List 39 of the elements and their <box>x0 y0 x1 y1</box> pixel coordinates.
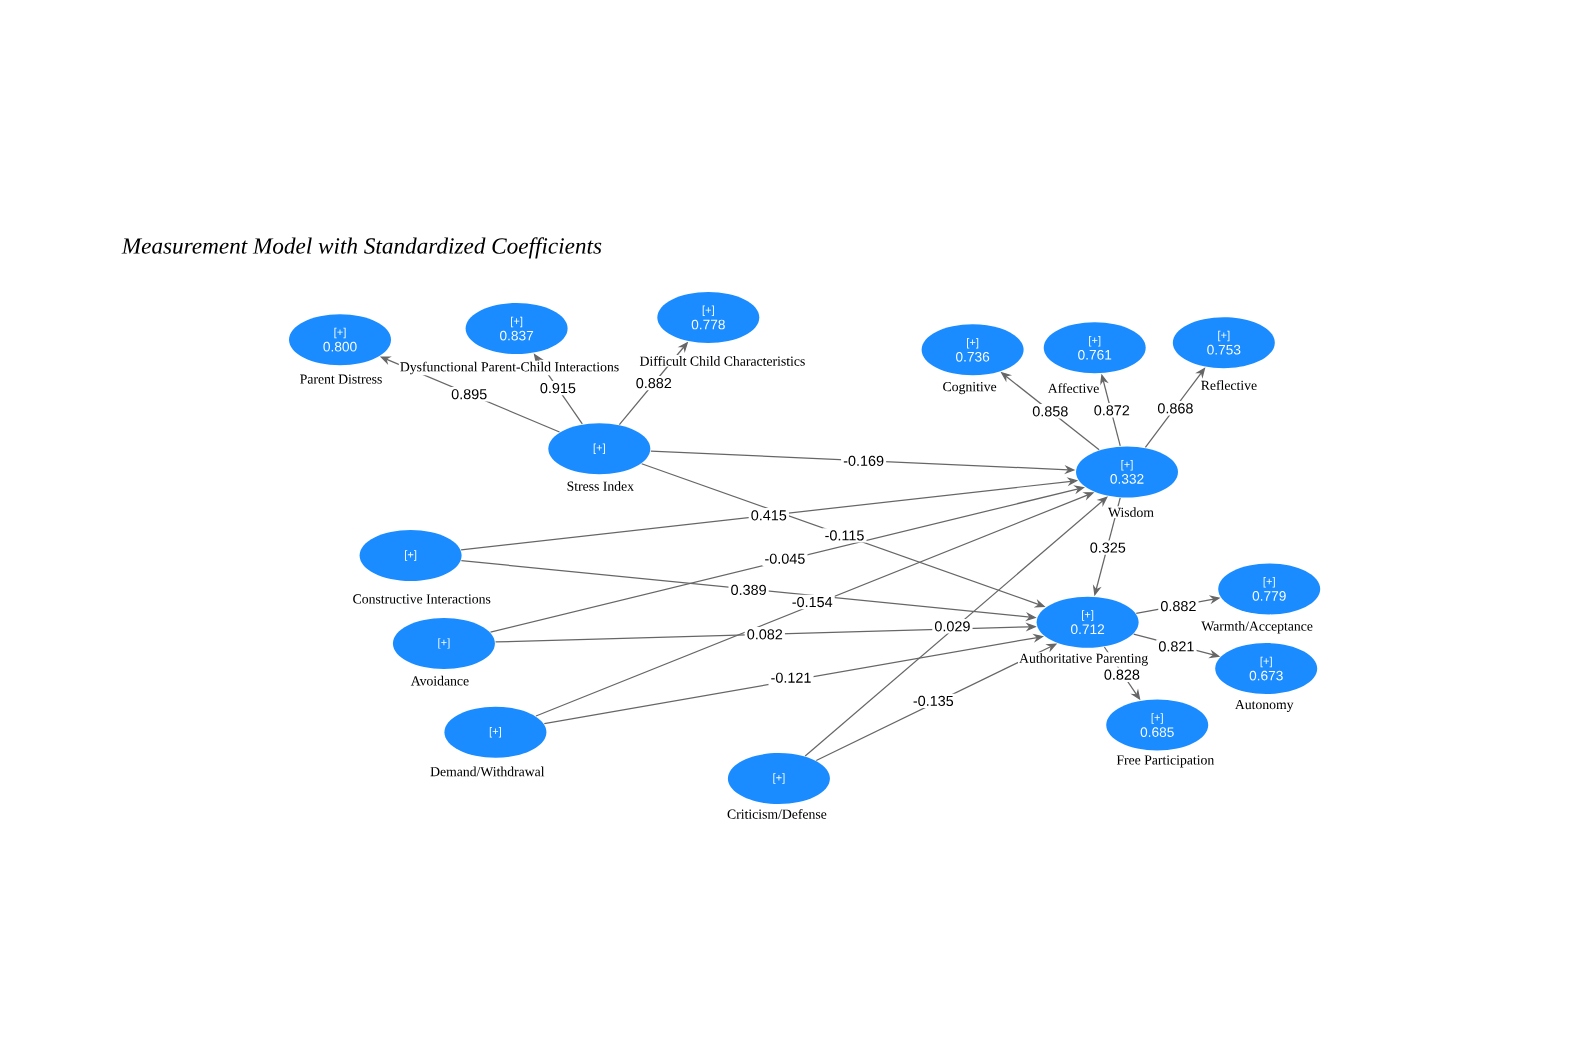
edge-label: -0.135 <box>910 693 956 709</box>
arrow <box>489 485 1085 633</box>
node-label: Demand/Withdrawal <box>429 765 546 778</box>
edge-label: 0.415 <box>748 508 789 523</box>
node-label: Free Participation <box>1115 754 1216 769</box>
node-label: Wisdom <box>1107 506 1155 519</box>
node-label: Stress Index <box>565 480 636 492</box>
node-label: Reflective <box>1199 379 1259 392</box>
node-label: Avoidance <box>409 674 471 687</box>
edge-label: 0.821 <box>1156 639 1197 654</box>
edge-label: -0.121 <box>768 670 814 685</box>
node-label: Constructive Interactions <box>351 593 492 605</box>
edge-label: 0.389 <box>728 582 769 598</box>
edge-label: 0.882 <box>633 375 674 391</box>
edge-label: 0.828 <box>1101 667 1143 682</box>
figure-title: Measurement Model with Standardized Coefficients <box>121 237 602 259</box>
node-label: Parent Distress <box>298 373 384 385</box>
edge-label: 0.915 <box>537 380 579 396</box>
edge-label: 0.868 <box>1155 401 1196 416</box>
edge-label: 0.895 <box>449 387 490 402</box>
edge-label: -0.154 <box>789 594 835 610</box>
node-label: Warmth/Acceptance <box>1200 620 1314 635</box>
edge-label: 0.882 <box>1158 598 1199 614</box>
node-label: Criticism/Defense <box>726 807 828 820</box>
edge-label: 0.858 <box>1030 404 1071 419</box>
node-label: Dysfunctional Parent-Child Interactions <box>398 360 621 376</box>
arrow <box>804 496 1108 757</box>
edge-label: 0.325 <box>1087 540 1128 555</box>
edge-label: -0.115 <box>822 528 867 543</box>
edge-label: 0.082 <box>744 627 785 642</box>
edge-label: -0.045 <box>762 551 808 566</box>
node-label: Difficult Child Characteristics <box>638 354 807 367</box>
node-label: Affective <box>1046 382 1101 395</box>
arrow <box>1144 367 1206 448</box>
edge-label: 0.872 <box>1091 403 1132 418</box>
edge-label: -0.169 <box>841 453 887 468</box>
node-label: Cognitive <box>941 381 998 396</box>
edge-label: 0.029 <box>932 619 973 634</box>
node-label: Autonomy <box>1233 698 1295 714</box>
